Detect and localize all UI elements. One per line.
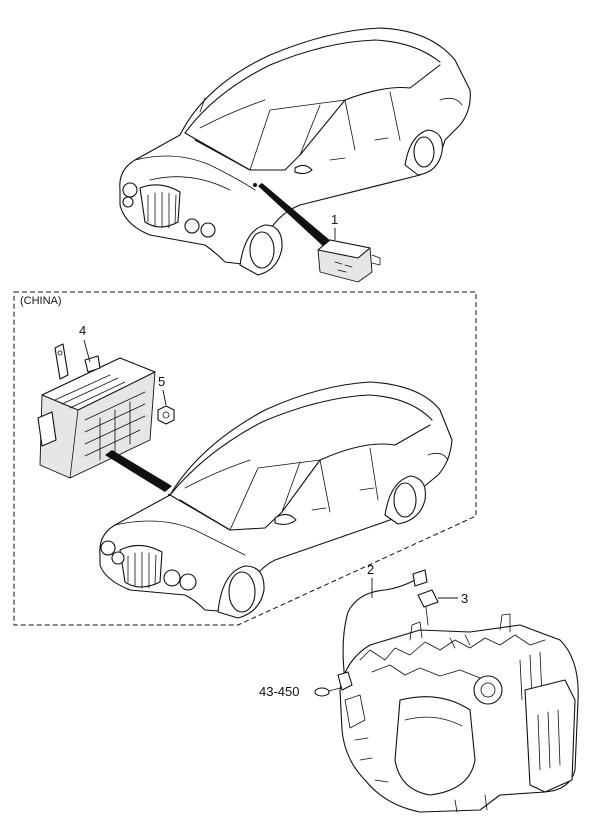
car-top xyxy=(119,27,471,276)
part-3-bracket xyxy=(417,589,458,626)
module-leader xyxy=(105,450,172,492)
ref-43-450-marker xyxy=(314,687,341,697)
part-2-sensor xyxy=(337,569,428,691)
callout-5: 5 xyxy=(158,374,165,389)
china-region-box xyxy=(13,291,477,626)
car-china xyxy=(99,381,453,619)
part-5-nut xyxy=(157,389,175,425)
transmission xyxy=(339,613,579,813)
part-1-relay xyxy=(258,183,381,283)
callout-43-450: 43-450 xyxy=(259,684,299,699)
callout-1: 1 xyxy=(331,212,338,227)
callout-3: 3 xyxy=(461,591,468,606)
china-label: (CHINA) xyxy=(20,295,62,307)
part-4-control-module xyxy=(37,339,156,479)
callout-4: 4 xyxy=(79,323,86,338)
callout-2: 2 xyxy=(367,562,374,577)
